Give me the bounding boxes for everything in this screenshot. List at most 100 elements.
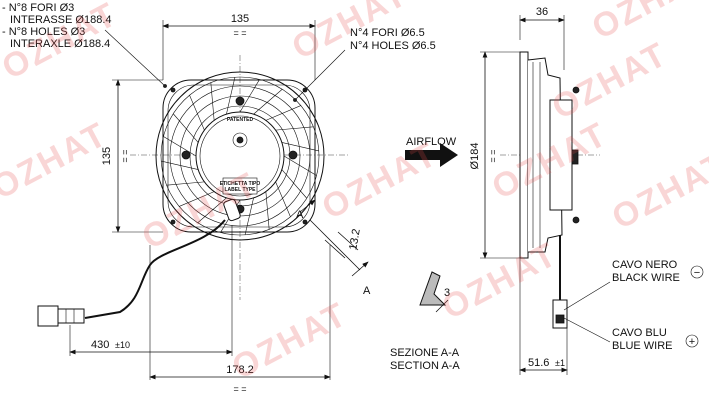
- label-sticker: [222, 177, 258, 195]
- grille-spoke: [239, 79, 260, 113]
- dim-diameter-equal: = =: [488, 149, 498, 162]
- minus-symbol: −: [694, 267, 700, 279]
- airflow-arrow: [405, 143, 458, 167]
- watermark-text: OZHAT: [0, 115, 114, 207]
- watermark-text: OZHAT: [316, 135, 444, 227]
- blue-wire-it: CAVO BLU: [612, 327, 667, 339]
- patented-label: PATENTED: [227, 117, 254, 123]
- fan-grille-ring-1: [169, 85, 311, 227]
- leader-4-holes: [294, 49, 346, 101]
- section-arrow-top: [299, 199, 316, 213]
- dim-line-offset-b: [337, 231, 359, 251]
- mount-hole-left: [181, 150, 191, 160]
- dim-bottom-depth: 51.6: [528, 357, 549, 369]
- corner-hole-br: [302, 219, 308, 225]
- fan-frame-outline: [162, 79, 316, 233]
- plus-symbol-circle: [685, 334, 699, 348]
- black-wire-it: CAVO NERO: [612, 259, 678, 271]
- corner-hole-bl: [170, 219, 176, 225]
- dim-line-offset-a: [324, 239, 346, 259]
- mount-hole-top: [235, 96, 245, 106]
- grille-spoke: [166, 181, 205, 186]
- dim-depth: 36: [536, 6, 548, 18]
- watermark-text: OZHAT: [136, 165, 264, 257]
- note-8-holes-en: - N°8 HOLES Ø3: [2, 26, 85, 38]
- grille-spoke: [253, 89, 283, 115]
- dim-bottom-depth-tol: ±1: [555, 358, 565, 368]
- hub-logo: [232, 132, 248, 148]
- grille-spoke: [173, 113, 199, 143]
- watermark-text: OZHAT: [546, 35, 674, 127]
- section-arrow-bottom: [351, 261, 369, 277]
- grille-spoke: [179, 191, 215, 207]
- front-dimensions: 135 = = 135 = = 178.2 = = 430 ±10 A A: [69, 13, 371, 394]
- grille-spoke: [197, 197, 227, 223]
- section-a-a: 3 SEZIONE A-A SECTION A-A: [390, 271, 460, 372]
- section-label-it: SEZIONE A-A: [390, 347, 460, 359]
- dim-offset: 13.2: [347, 228, 363, 251]
- watermark-text: OZHAT: [226, 295, 354, 387]
- leader-8-holes: [104, 29, 166, 87]
- airflow-indicator: AIRFLOW: [405, 136, 458, 167]
- side-motor-shaft: [571, 149, 579, 165]
- sticker-text-it: ETICHETTA TIPO: [220, 181, 261, 187]
- cable-gland: [223, 198, 241, 222]
- grille-spoke: [161, 160, 199, 170]
- leader-black-wire: [563, 281, 611, 311]
- hub-logo-center: [236, 136, 244, 144]
- watermark-text: OZHAT: [606, 145, 709, 237]
- leader-8-holes-dot: [163, 84, 167, 88]
- note-4-fori-it: N°4 FORI Ø6.5: [350, 27, 425, 39]
- note-interaxle-en: INTERAXLE Ø188.4: [10, 38, 110, 50]
- connector-body: [37, 305, 59, 327]
- dim-diameter: Ø184: [469, 143, 481, 170]
- dim-cable-tol: ±10: [115, 340, 130, 350]
- dim-left-equal: = =: [120, 149, 130, 162]
- grille-spoke: [281, 142, 319, 152]
- hole-notes-8: - N°8 FORI Ø3 INTERASSE Ø188.4 - N°8 HOL…: [2, 2, 112, 50]
- corner-hole-tl: [170, 87, 176, 93]
- grille-spoke: [244, 197, 254, 235]
- hole-notes-4: N°4 FORI Ø6.5 N°4 HOLES Ø6.5: [350, 27, 436, 52]
- watermark-layer: OZHATOZHATOZHATOZHATOZHATOZHATOZHATOZHAT…: [0, 0, 709, 387]
- note-4-holes-en: N°4 HOLES Ø6.5: [350, 40, 436, 52]
- side-connector: [552, 299, 568, 329]
- motor-hub: [195, 111, 285, 201]
- fan-outer-ring: [155, 71, 325, 241]
- dim-bottom-equal: = =: [233, 384, 246, 394]
- dim-bottom-width: 178.2: [226, 364, 254, 376]
- leader-blue-wire: [563, 317, 611, 343]
- side-connector-pin: [555, 314, 565, 324]
- plus-symbol: +: [689, 336, 695, 348]
- grille-spoke: [226, 77, 236, 115]
- section-dim-line: [435, 299, 449, 313]
- section-marker-a-bottom: A: [363, 285, 371, 297]
- dim-left-height: 135: [101, 147, 113, 165]
- grille-spoke: [275, 181, 291, 217]
- side-boss-top: [572, 86, 580, 94]
- grille-spoke: [163, 136, 197, 157]
- mount-hole-right: [288, 150, 298, 160]
- section-label-en: SECTION A-A: [390, 360, 460, 372]
- watermark-text: OZHAT: [436, 235, 564, 327]
- side-frame: [519, 51, 529, 259]
- dim-top-width: 135: [231, 13, 249, 25]
- fan-shroud-ring: [160, 76, 320, 236]
- motor-hub-inner: [199, 115, 281, 197]
- side-view: 36 Ø184 = = 51.6 ±1: [469, 6, 611, 375]
- grille-spoke: [265, 105, 301, 121]
- section-cut-line: [309, 219, 361, 271]
- dim-cable-length: 430: [91, 339, 109, 351]
- blue-wire-en: BLUE WIRE: [612, 340, 673, 352]
- dim-section-thk: 3: [444, 287, 450, 299]
- note-8-fori-it: - N°8 FORI Ø3: [2, 2, 74, 14]
- grille-spoke: [281, 169, 307, 199]
- side-boss-bottom: [572, 216, 580, 224]
- grille-spokes: [161, 77, 319, 235]
- grille-spoke: [189, 95, 205, 131]
- sticker-text-en: LABEL TYPE: [224, 187, 256, 193]
- front-view: PATENTED ETICHETTA TIPO LABEL TYPE: [37, 55, 350, 327]
- minus-symbol-circle: [690, 265, 704, 279]
- leader-4-holes-dot: [293, 98, 297, 102]
